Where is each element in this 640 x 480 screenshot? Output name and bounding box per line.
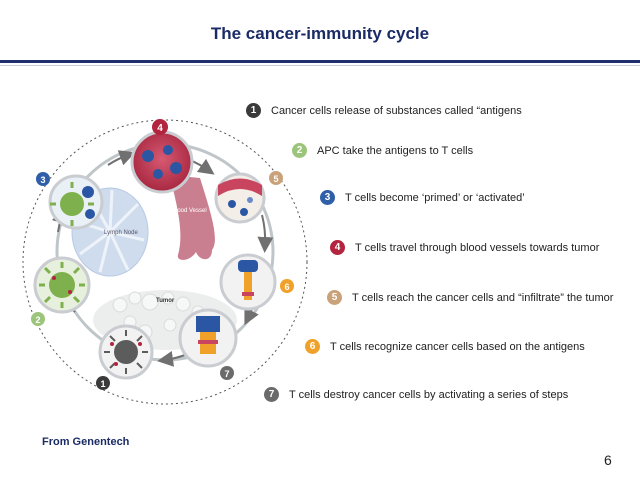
- stage-7-circle: [178, 308, 238, 368]
- step-badge-2: 2: [292, 143, 307, 158]
- stage-2-circle: [33, 256, 91, 314]
- diagram-badge-4-text: 4: [157, 123, 163, 134]
- step-item-3: 3 T cells become ‘primed’ or ‘activated’: [320, 190, 525, 205]
- cycle-arrow-7: [107, 150, 136, 166]
- step-badge-7: 7: [264, 387, 279, 402]
- diagram-badge-5-text: 5: [273, 174, 278, 184]
- step-badge-1: 1: [246, 103, 261, 118]
- step-badge-6: 6: [305, 339, 320, 354]
- diagram-badge-2-text: 2: [35, 315, 40, 325]
- step-item-4: 4 T cells travel through blood vessels t…: [330, 240, 599, 255]
- step-item-6: 6 T cells recognize cancer cells based o…: [305, 339, 585, 354]
- diagram-badge-2: 2: [31, 312, 45, 326]
- blood-vessel-label: Blood Vessel: [172, 208, 207, 214]
- step-text-1: Cancer cells release of substances calle…: [271, 104, 522, 117]
- step-text-2: APC take the antigens to T cells: [317, 144, 474, 157]
- stage-3-circle: [48, 174, 104, 230]
- step-item-2: 2 APC take the antigens to T cells: [292, 143, 473, 158]
- stage-5-circle: [214, 172, 266, 224]
- diagram-badge-4: 4: [152, 119, 168, 135]
- title-divider: [0, 60, 640, 63]
- step-text-6: T cells recognize cancer cells based on …: [330, 340, 585, 353]
- stage-6-circle: [219, 253, 277, 311]
- step-badge-4: 4: [330, 240, 345, 255]
- lymph-node-label: Lymph Node: [104, 230, 138, 236]
- step-text-3: T cells become ‘primed’ or ‘activated’: [345, 191, 525, 204]
- step-text-5: T cells reach the cancer cells and “infi…: [352, 291, 614, 304]
- diagram-badge-7-text: 7: [224, 369, 229, 379]
- stage-4-circle: [130, 130, 194, 194]
- outer-boundary-circle: [22, 119, 308, 405]
- step-item-5: 5 T cells reach the cancer cells and “in…: [327, 290, 613, 305]
- diagram-badge-1-text: 1: [100, 379, 105, 389]
- diagram-badge-3-text: 3: [40, 175, 45, 185]
- diagram-badge-1: 1: [96, 376, 110, 390]
- diagram-badge-6-text: 6: [284, 282, 289, 292]
- source-credit: From Genentech: [42, 436, 130, 448]
- step-item-1: 1 Cancer cells release of substances cal…: [246, 103, 522, 118]
- blood-vessel-illustration: Blood Vessel: [170, 175, 215, 260]
- diagram-badge-6: 6: [280, 279, 294, 293]
- step-text-4: T cells travel through blood vessels tow…: [355, 241, 600, 254]
- step-badge-3: 3: [320, 190, 335, 205]
- tumor-label: Tumor: [156, 298, 175, 304]
- step-item-7: 7 T cells destroy cancer cells by activa…: [264, 387, 568, 402]
- step-text-7: T cells destroy cancer cells by activati…: [289, 388, 569, 401]
- diagram-badge-3: 3: [36, 172, 50, 186]
- cycle-arrow-2: [257, 214, 274, 253]
- diagram-badge-7: 7: [220, 366, 234, 380]
- diagram-badge-5: 5: [269, 171, 283, 185]
- stage-1-circle: [98, 324, 154, 380]
- title-divider-thin: [0, 65, 640, 66]
- page-number: 6: [604, 452, 612, 468]
- page-title: The cancer-immunity cycle: [210, 24, 430, 43]
- step-badge-5: 5: [327, 290, 342, 305]
